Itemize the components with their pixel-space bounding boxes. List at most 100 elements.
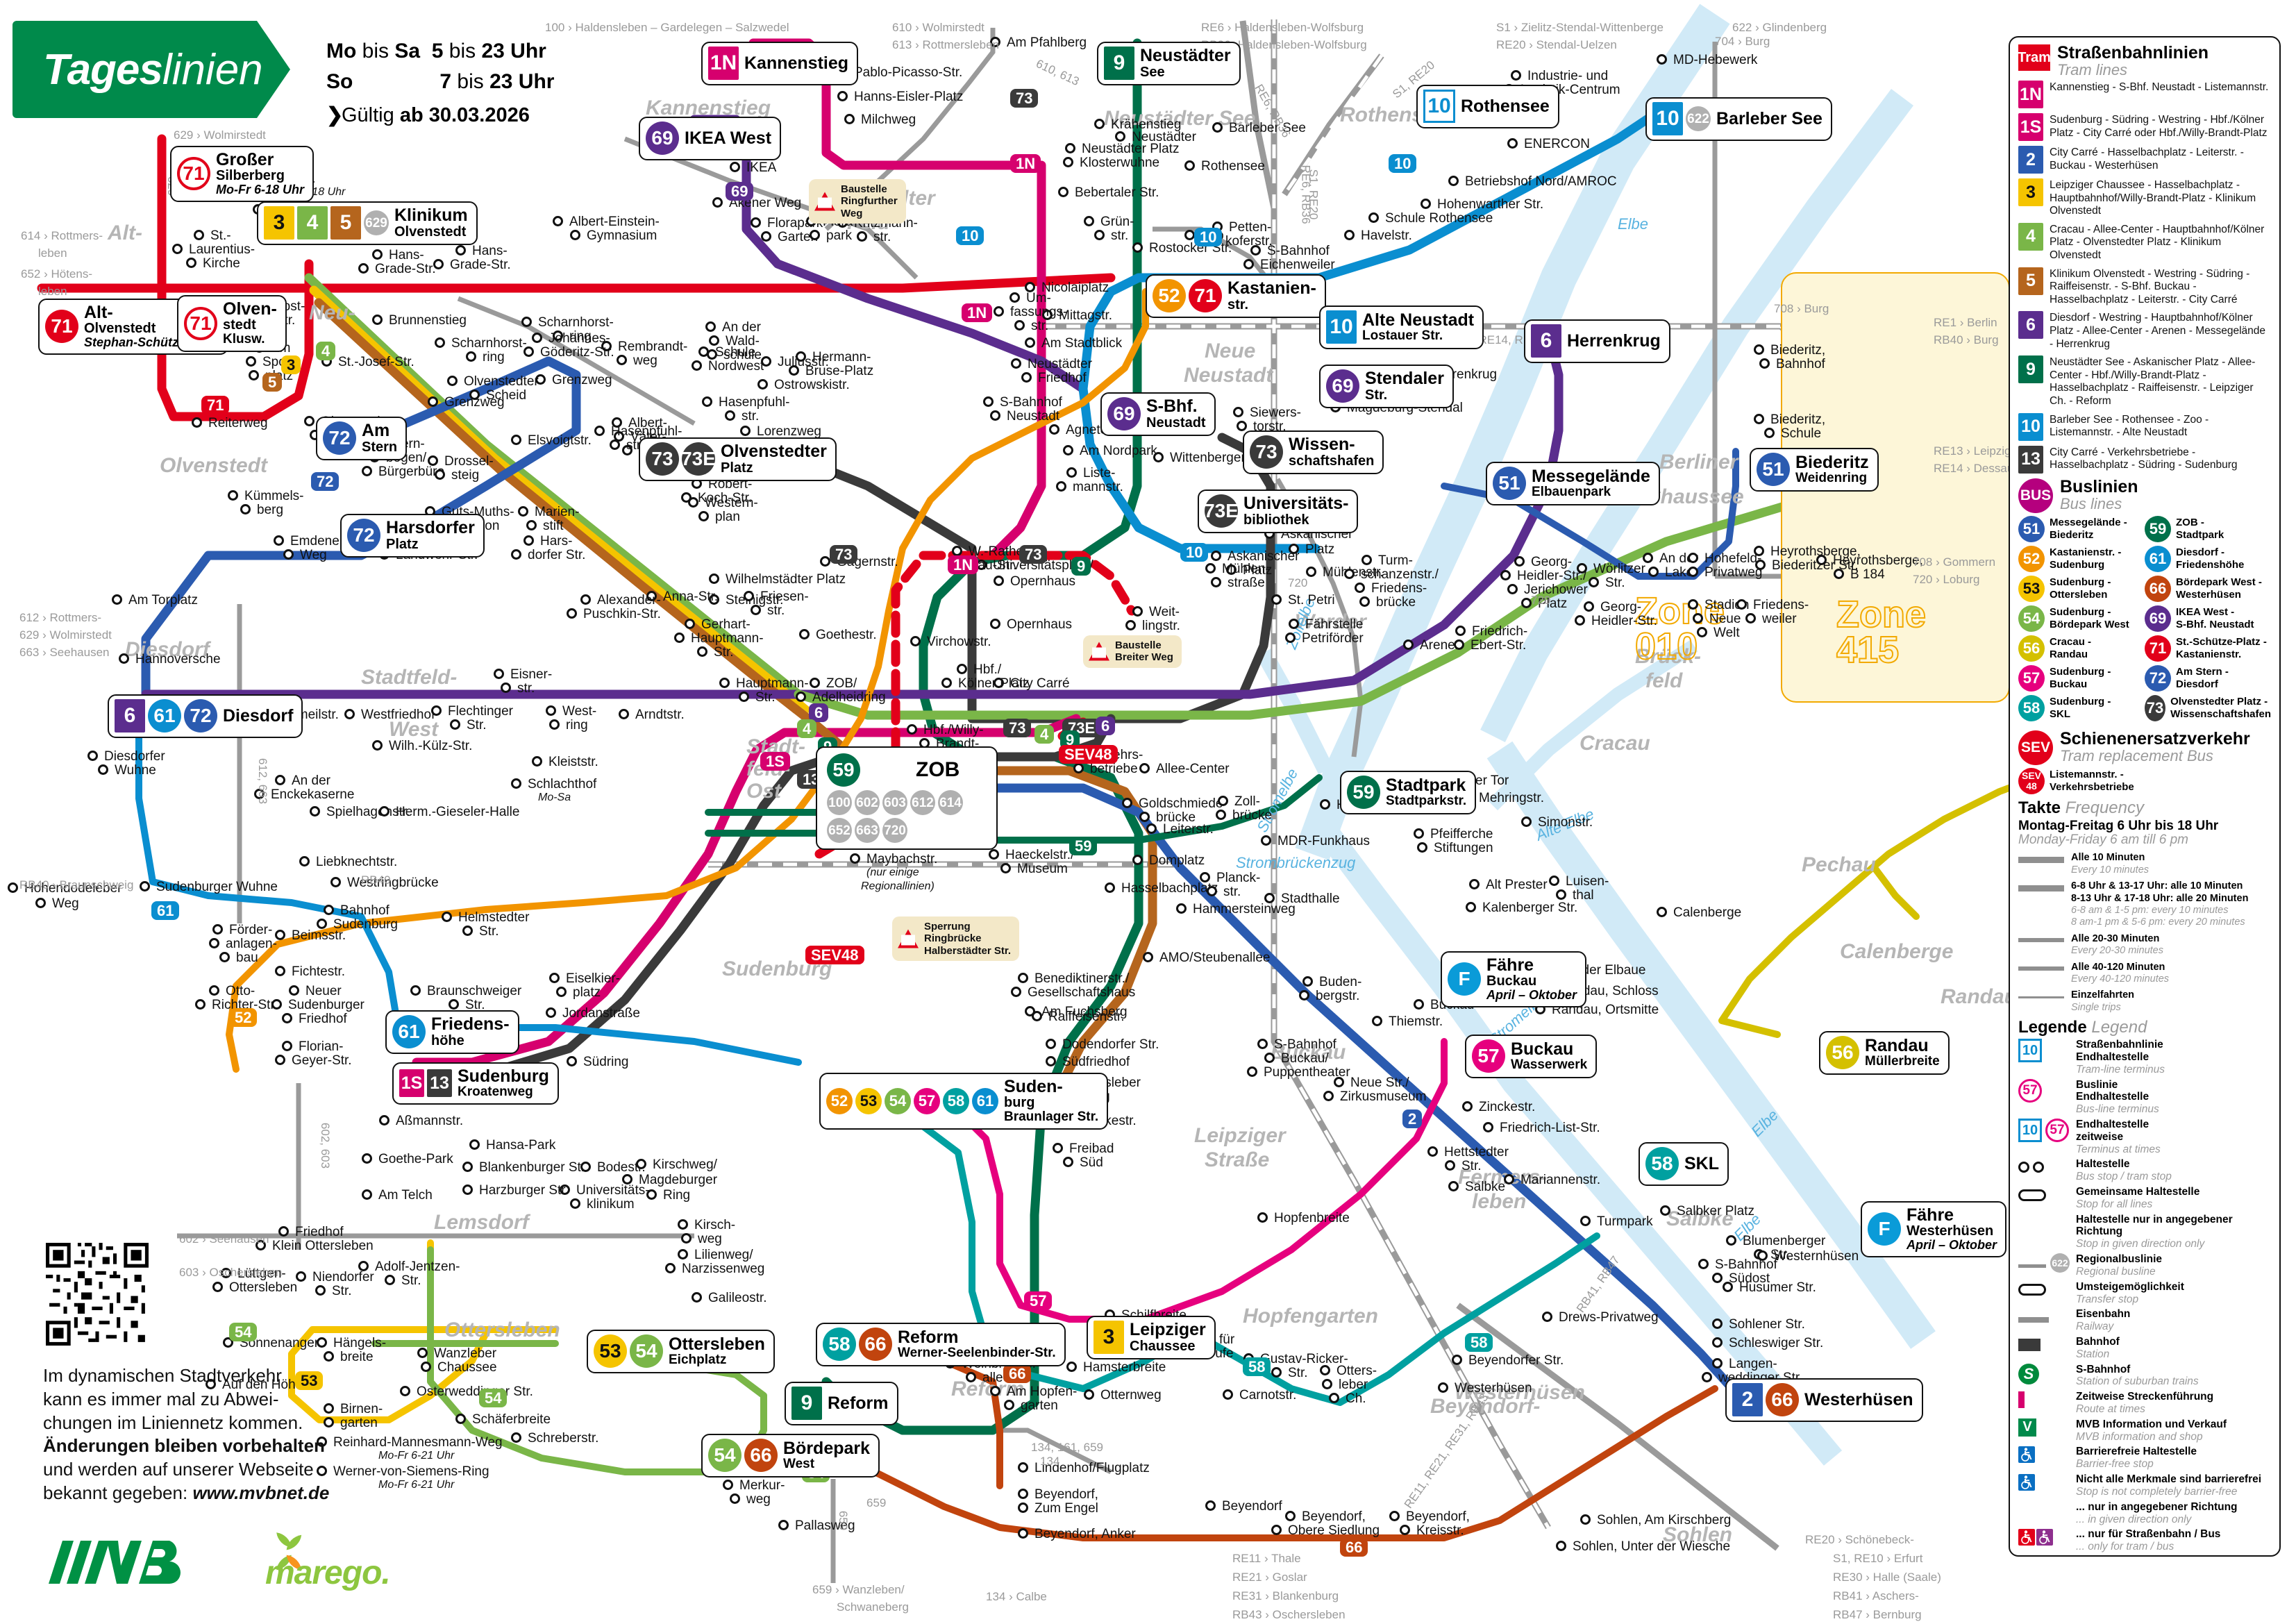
stop-marker: [433, 259, 444, 269]
stop-marker: [324, 905, 334, 915]
legend-line-badge-10: 10: [2018, 412, 2043, 441]
stop-marker: [546, 705, 556, 716]
line-badge-54: 54: [885, 1087, 911, 1114]
water-label: Strombrückenzug: [1236, 854, 1356, 871]
route-ref-label: 134: [1040, 1455, 1060, 1468]
stop-marker: [362, 466, 372, 476]
stop-label: Auf den Höhen: [222, 1378, 310, 1392]
terminus-badges: F: [1448, 962, 1481, 996]
legend-item-symbol: [2018, 1158, 2070, 1176]
legend-line-badge-13: 13: [2018, 445, 2043, 474]
stop-marker: [1755, 560, 1766, 570]
stop-marker: [1589, 577, 1599, 587]
stop-marker: [567, 1056, 577, 1066]
district-label: Ottersleben: [444, 1319, 560, 1341]
terminus-badges: 61: [392, 1015, 426, 1048]
stop-marker: [283, 549, 294, 560]
stop-label: Blumenberger: [1743, 1234, 1826, 1248]
stop-label: Simonstr.: [1538, 815, 1593, 830]
stop-label: Wörlitzer: [1593, 562, 1645, 576]
stop-marker: [1285, 633, 1296, 643]
legend-bus-route: Diesdorf -Friedenshöhe: [2176, 546, 2245, 571]
stop-marker: [570, 1198, 580, 1209]
stop-label: Emdener: [290, 534, 344, 549]
regional-ref-label: S1 › Zielitz-Stendal-Wittenberge: [1496, 21, 1664, 34]
terminus-badges: 69: [1107, 397, 1141, 430]
note-l2: kann es immer mal zu Abwei-: [43, 1388, 279, 1409]
terminus-name: Bördepark: [783, 1438, 871, 1458]
terminus-badges: 72: [323, 421, 356, 455]
mvb-url[interactable]: www.mvbnet.de: [192, 1482, 330, 1503]
district-label: Neue: [1205, 340, 1256, 362]
stop-marker: [1042, 310, 1053, 320]
route-number-chip: 73: [830, 545, 858, 564]
regional-ref-label: 659 › Wanzleben/: [812, 1583, 905, 1596]
stop-marker: [119, 653, 129, 664]
stop-marker: [1462, 1101, 1473, 1112]
terminus-name: Wissen-: [1289, 435, 1355, 455]
